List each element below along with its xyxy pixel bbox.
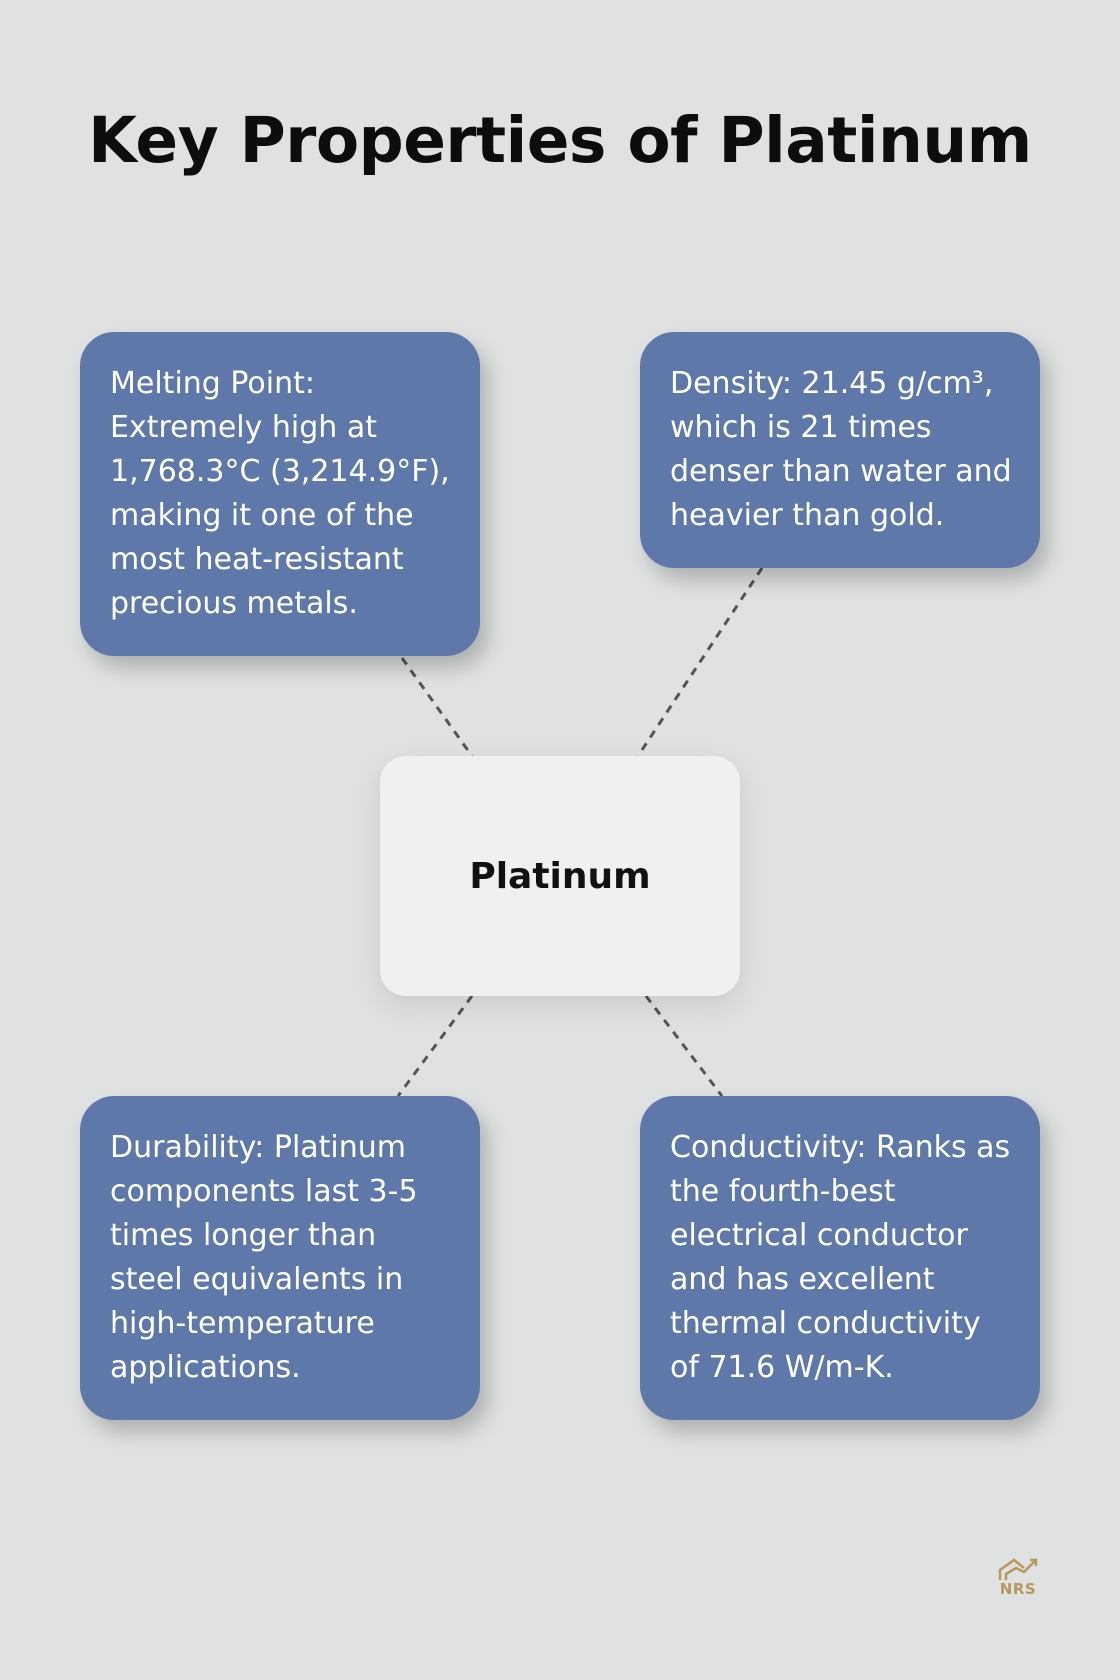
property-card-conductivity: Conductivity: Ranks as the fourth-best e… [640, 1096, 1040, 1420]
property-text: Conductivity: Ranks as the fourth-best e… [670, 1130, 1011, 1385]
logo-text: NRS [999, 1580, 1037, 1598]
property-text: Melting Point: Extremely high at 1,768.3… [110, 366, 450, 621]
center-label: Platinum [469, 855, 651, 897]
connector-durability [396, 995, 474, 1097]
property-card-density: Density: 21.45 g/cm³, which is 21 times … [640, 332, 1040, 568]
connector-conductivity [644, 995, 724, 1097]
property-card-melting-point: Melting Point: Extremely high at 1,768.3… [80, 332, 480, 656]
property-card-durability: Durability: Platinum components last 3-5… [80, 1096, 480, 1420]
property-text: Density: 21.45 g/cm³, which is 21 times … [670, 366, 1012, 533]
connector-density [636, 567, 764, 757]
center-node: Platinum [380, 756, 740, 996]
connector-melting-point [400, 657, 474, 757]
page-title: Key Properties of Platinum [88, 104, 1032, 177]
property-text: Durability: Platinum components last 3-5… [110, 1130, 418, 1385]
nrs-logo: NRS [994, 1556, 1042, 1600]
house-chart-icon [998, 1558, 1038, 1580]
